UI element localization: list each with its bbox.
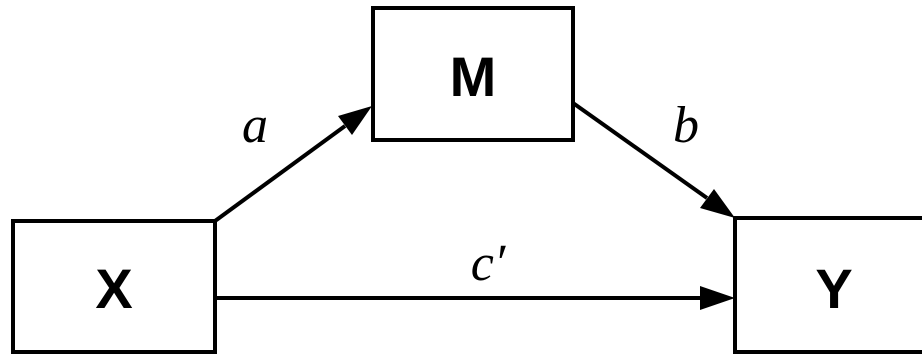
path-label-b: b bbox=[673, 97, 699, 154]
node-x: X bbox=[11, 219, 217, 354]
node-m-box bbox=[371, 6, 575, 142]
node-y-box bbox=[733, 216, 922, 354]
node-x-label: X bbox=[95, 257, 132, 320]
node-x-box bbox=[11, 219, 217, 354]
edge-c-prime bbox=[215, 286, 735, 310]
path-label-c-prime: c′ bbox=[471, 235, 507, 292]
node-m: M bbox=[371, 6, 575, 142]
node-y: Y bbox=[733, 216, 922, 354]
arrowhead-b bbox=[700, 189, 735, 218]
arrowhead-a bbox=[338, 106, 372, 135]
arrowhead-c-prime bbox=[700, 286, 735, 310]
node-m-label: M bbox=[450, 45, 497, 108]
path-label-a: a bbox=[242, 97, 268, 154]
edge-b bbox=[571, 101, 735, 218]
edge-a bbox=[213, 106, 372, 223]
node-y-label: Y bbox=[815, 257, 852, 320]
